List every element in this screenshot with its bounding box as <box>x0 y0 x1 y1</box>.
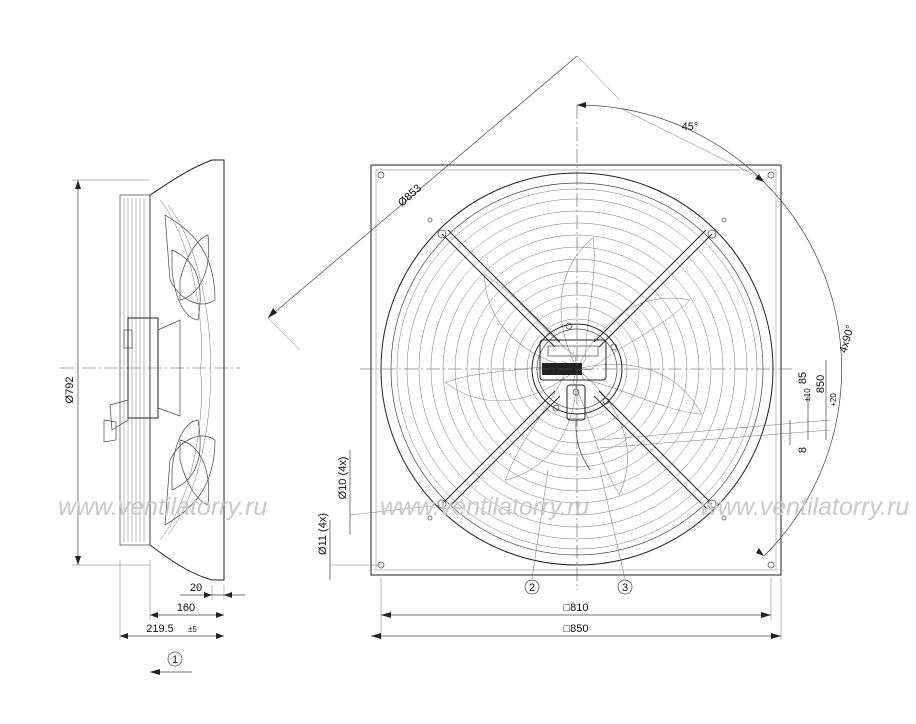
side-depth-dim: 160 <box>177 602 195 614</box>
bolt-circle-tol: +20 <box>829 393 838 407</box>
watermark-1: www.ventilatorry.ru <box>58 493 267 521</box>
side-diameter-label: Ø792 <box>64 377 76 404</box>
dim-85-label: 85 <box>797 372 809 384</box>
impeller-blades <box>444 236 704 496</box>
hole-11-label: Ø11 (4x) <box>317 513 329 555</box>
side-view: Ø792 <box>60 159 245 675</box>
side-total-dim: 219.5 <box>146 623 174 635</box>
square-810-label: □810 <box>564 602 589 614</box>
callout-3: 3 <box>622 582 628 594</box>
dim-85-tol: ±10 <box>803 388 812 402</box>
square-850-label: □850 <box>564 623 589 635</box>
side-guard-dim: 20 <box>190 582 202 594</box>
angle-45-label: 45° <box>682 121 699 133</box>
callout-1: 1 <box>172 654 178 666</box>
front-diameter-label: Ø853 <box>396 182 424 209</box>
dim-8-label: 8 <box>797 447 809 453</box>
angle-pattern-label: 4x90° <box>837 324 856 354</box>
support-struts <box>427 217 727 521</box>
side-total-tol: ±5 <box>188 625 197 634</box>
bolt-circle-label: 850 <box>815 375 827 393</box>
callout-2: 2 <box>529 582 535 594</box>
watermark-3: www.ventilatorry.ru <box>700 493 909 521</box>
front-view: Ø853 45° 4x90° 850 +20 85 ±10 8 Ø10 (4x)… <box>267 55 857 640</box>
watermark-2: www.ventilatorry.ru <box>380 493 589 521</box>
hole-10-label: Ø10 (4x) <box>337 457 349 500</box>
